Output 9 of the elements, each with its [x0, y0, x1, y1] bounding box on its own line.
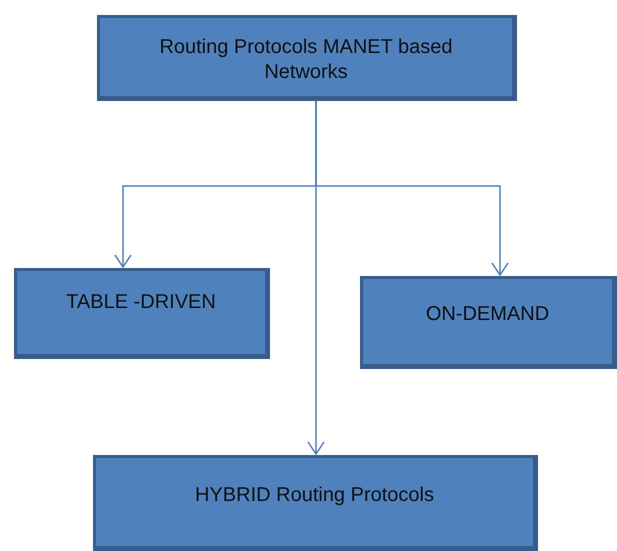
process-box: [14, 268, 270, 359]
box-label: Routing Protocols MANET based Networks: [158, 35, 454, 85]
process-box: [97, 15, 517, 101]
box-label: HYBRID Routing Protocols: [194, 483, 435, 508]
process-box: [360, 276, 617, 369]
arrow: [307, 101, 325, 455]
process-box: [93, 455, 538, 551]
box-label: TABLE -DRIVEN: [65, 290, 217, 315]
box-label: ON-DEMAND: [424, 302, 550, 327]
